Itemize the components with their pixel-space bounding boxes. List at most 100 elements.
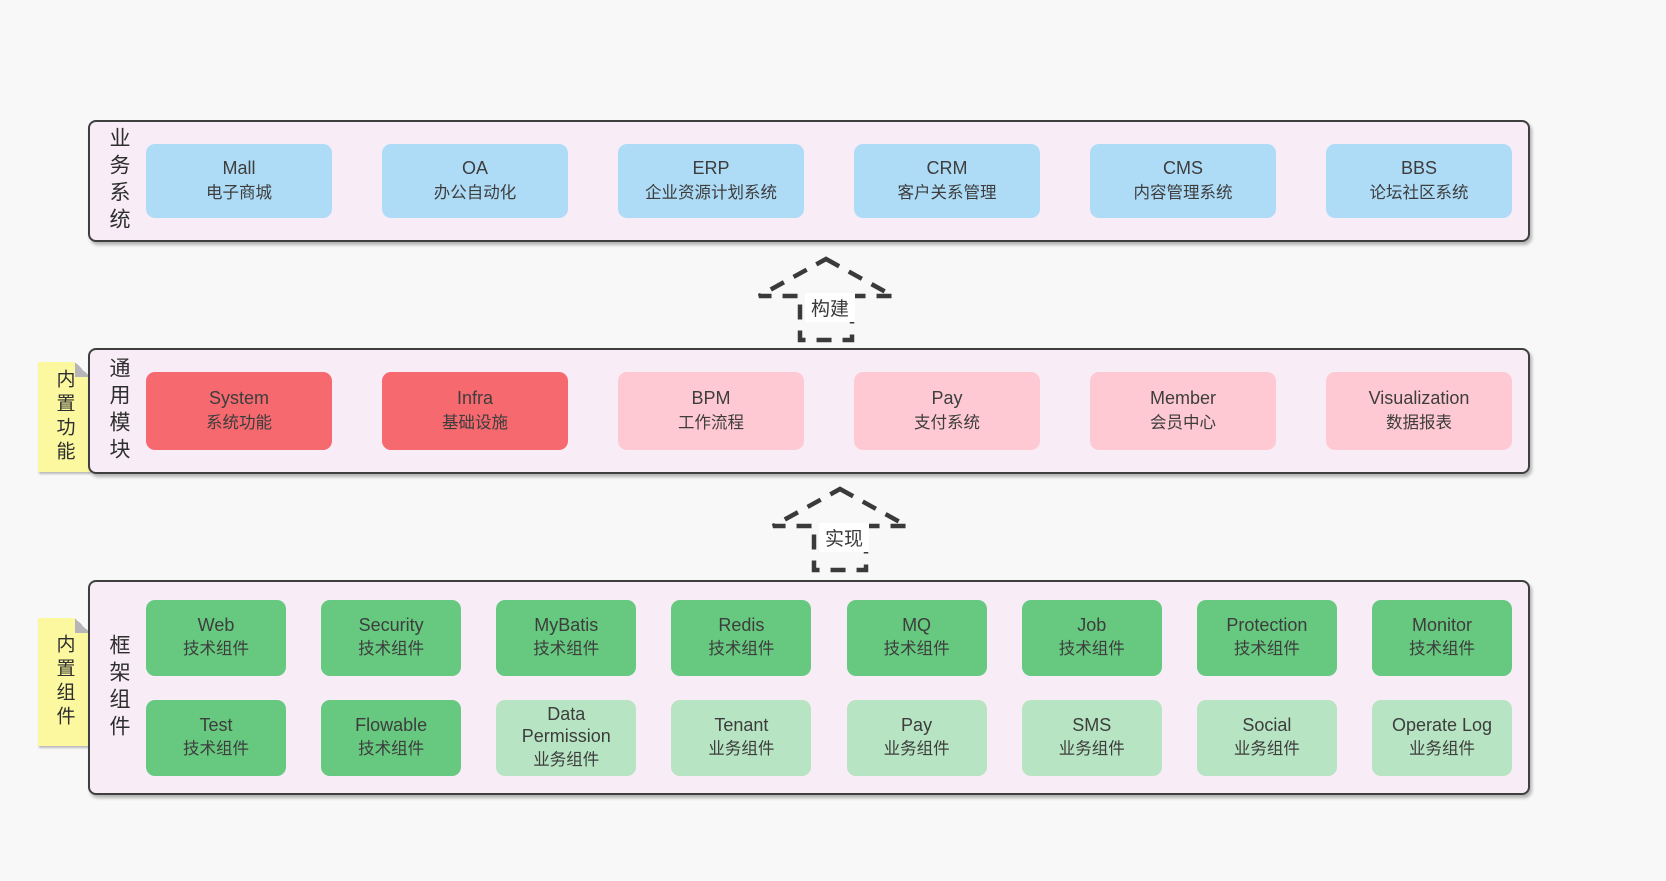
panel-label-framework-components: 框架组件 xyxy=(90,582,146,793)
node-title: CMS xyxy=(1163,158,1203,179)
up-arrow-icon xyxy=(771,486,909,573)
folded-corner-icon xyxy=(75,618,90,633)
node-title: Member xyxy=(1149,388,1216,409)
node-subtitle: 技术组件 xyxy=(1233,640,1300,659)
node-title: Visualization xyxy=(1368,388,1470,409)
node-title: OA xyxy=(461,158,488,179)
node-subtitle: 会员中心 xyxy=(1150,413,1216,432)
node-subtitle: 技术组件 xyxy=(1058,640,1125,659)
builtin-components-tag: 内置组件 xyxy=(38,618,90,746)
node-title: Infra xyxy=(456,388,494,409)
tag-text: 内置功能 xyxy=(53,369,75,465)
tag-text: 内置组件 xyxy=(53,634,75,730)
node-subtitle: 技术组件 xyxy=(358,740,425,759)
node-subtitle: 办公自动化 xyxy=(433,183,517,202)
panel-label-common-modules: 通用模块 xyxy=(90,350,146,472)
node-data-permission: Data Permission 业务组件 xyxy=(496,699,637,776)
node-title: Social xyxy=(1242,714,1292,735)
implement-arrow-label: 实现 xyxy=(818,523,870,552)
node-title: ERP xyxy=(692,158,730,179)
folded-corner-icon xyxy=(75,362,90,377)
node-subtitle: 数据报表 xyxy=(1386,413,1452,432)
node-subtitle: 业务组件 xyxy=(1233,740,1300,759)
build-arrow: 构建 xyxy=(756,256,896,344)
node-subtitle: 技术组件 xyxy=(883,640,950,659)
node-flowable: Flowable 技术组件 xyxy=(321,699,462,776)
node-web: Web 技术组件 xyxy=(146,599,286,676)
node-test: Test 技术组件 xyxy=(146,699,286,776)
node-system: System 系统功能 xyxy=(146,372,332,450)
framework-components-rows: Web 技术组件 Security 技术组件 MyBatis 技术组件 Redi… xyxy=(146,599,1528,776)
node-title: MQ xyxy=(902,614,932,635)
node-title: Security xyxy=(358,614,424,635)
panel-label-text: 通用模块 xyxy=(107,357,130,465)
node-title: Redis xyxy=(718,614,765,635)
node-subtitle: 业务组件 xyxy=(708,740,775,759)
node-subtitle: 业务组件 xyxy=(1058,740,1125,759)
node-subtitle: 业务组件 xyxy=(1408,740,1475,759)
node-visualization: Visualization 数据报表 xyxy=(1326,372,1512,450)
node-subtitle: 技术组件 xyxy=(533,640,600,659)
business-systems-boxes: Mall 电子商城 OA 办公自动化 ERP 企业资源计划系统 CRM 客户关系… xyxy=(146,144,1528,218)
panel-label-business-systems: 业务系统 xyxy=(90,122,146,240)
node-title: Pay xyxy=(931,388,963,409)
node-title: System xyxy=(208,388,269,409)
node-title: Operate Log xyxy=(1391,714,1493,735)
node-infra: Infra 基础设施 xyxy=(382,372,568,450)
node-title: Test xyxy=(199,714,233,735)
node-subtitle: 技术组件 xyxy=(1408,640,1475,659)
node-monitor: Monitor 技术组件 xyxy=(1371,599,1512,676)
framework-components-panel: 框架组件 Web 技术组件 Security 技术组件 MyBatis 技术组件… xyxy=(88,580,1530,795)
node-subtitle: 技术组件 xyxy=(708,640,775,659)
common-modules-panel: 通用模块 System 系统功能 Infra 基础设施 BPM 工作流程 Pay… xyxy=(88,348,1530,474)
node-sms: SMS 业务组件 xyxy=(1021,699,1162,776)
node-security: Security 技术组件 xyxy=(321,599,462,676)
node-title: Tenant xyxy=(714,714,769,735)
node-title: Protection xyxy=(1226,614,1308,635)
node-subtitle: 技术组件 xyxy=(183,740,249,759)
build-arrow-label: 构建 xyxy=(804,293,856,322)
implement-arrow: 实现 xyxy=(770,486,910,574)
builtin-features-tag: 内置功能 xyxy=(38,362,90,472)
node-title: MyBatis xyxy=(534,614,599,635)
node-subtitle: 业务组件 xyxy=(883,740,950,759)
node-subtitle: 系统功能 xyxy=(206,413,272,432)
node-title: BBS xyxy=(1400,158,1438,179)
node-subtitle: 基础设施 xyxy=(442,413,508,432)
node-crm: CRM 客户关系管理 xyxy=(854,144,1040,218)
node-title: CRM xyxy=(926,158,968,179)
node-title: Monitor xyxy=(1411,614,1472,635)
node-mq: MQ 技术组件 xyxy=(846,599,987,676)
node-mybatis: MyBatis 技术组件 xyxy=(496,599,637,676)
node-subtitle: 技术组件 xyxy=(183,640,249,659)
node-title: Pay xyxy=(901,714,933,735)
node-social: Social 业务组件 xyxy=(1196,699,1337,776)
node-operate-log: Operate Log 业务组件 xyxy=(1371,699,1512,776)
node-mall: Mall 电子商城 xyxy=(146,144,332,218)
node-subtitle: 工作流程 xyxy=(678,413,744,432)
node-title: BPM xyxy=(691,388,731,409)
node-subtitle: 业务组件 xyxy=(533,751,600,770)
node-pay-system: Pay 支付系统 xyxy=(854,372,1040,450)
business-systems-panel: 业务系统 Mall 电子商城 OA 办公自动化 ERP 企业资源计划系统 CRM… xyxy=(88,120,1530,242)
common-modules-boxes: System 系统功能 Infra 基础设施 BPM 工作流程 Pay 支付系统… xyxy=(146,372,1528,450)
node-title: Job xyxy=(1077,614,1107,635)
node-redis: Redis 技术组件 xyxy=(671,599,812,676)
node-cms: CMS 内容管理系统 xyxy=(1090,144,1276,218)
node-subtitle: 内容管理系统 xyxy=(1133,183,1233,202)
framework-components-row2: Test 技术组件 Flowable 技术组件 Data Permission … xyxy=(146,699,1512,776)
node-bbs: BBS 论坛社区系统 xyxy=(1326,144,1512,218)
framework-components-row1: Web 技术组件 Security 技术组件 MyBatis 技术组件 Redi… xyxy=(146,599,1512,676)
node-subtitle: 客户关系管理 xyxy=(897,183,997,202)
node-title: SMS xyxy=(1072,714,1112,735)
node-title: Flowable xyxy=(355,714,428,735)
node-title: Mall xyxy=(222,158,256,179)
panel-label-text: 业务系统 xyxy=(107,127,130,235)
node-subtitle: 电子商城 xyxy=(206,183,272,202)
node-bpm: BPM 工作流程 xyxy=(618,372,804,450)
node-subtitle: 企业资源计划系统 xyxy=(645,183,777,202)
node-protection: Protection 技术组件 xyxy=(1196,599,1337,676)
node-subtitle: 论坛社区系统 xyxy=(1369,183,1469,202)
node-tenant: Tenant 业务组件 xyxy=(671,699,812,776)
